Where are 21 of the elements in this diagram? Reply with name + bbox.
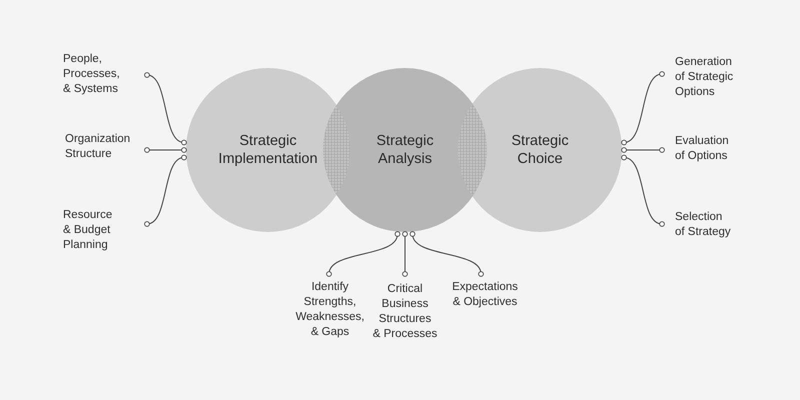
leader-label: Critical Business Structures & Processes: [372, 282, 438, 342]
leader-line: [144, 154, 187, 227]
leader-label: Organization Structure: [65, 132, 130, 162]
leader-label: Selection of Strategy: [675, 210, 731, 240]
leader-line: [402, 231, 408, 277]
stage-title: Strategic Analysis: [376, 132, 434, 168]
leader-line: [621, 71, 665, 146]
stage-title: Strategic Choice: [511, 132, 569, 168]
leader-line: [326, 231, 400, 277]
leader-label: Identify Strengths, Weaknesses, & Gaps: [296, 280, 364, 340]
leader-line: [144, 147, 187, 153]
leader-line: [410, 231, 484, 277]
leader-label: Generation of Strategic Options: [675, 55, 734, 100]
leader-line: [144, 72, 187, 146]
stage-title: Strategic Implementation: [218, 132, 318, 168]
leader-line: [621, 154, 665, 227]
leader-label: Resource & Budget Planning: [63, 208, 112, 253]
leader-line: [621, 147, 665, 153]
leader-label: Evaluation of Options: [675, 134, 729, 164]
leader-label: Expectations & Objectives: [452, 280, 518, 310]
leader-label: People, Processes, & Systems: [63, 52, 120, 97]
